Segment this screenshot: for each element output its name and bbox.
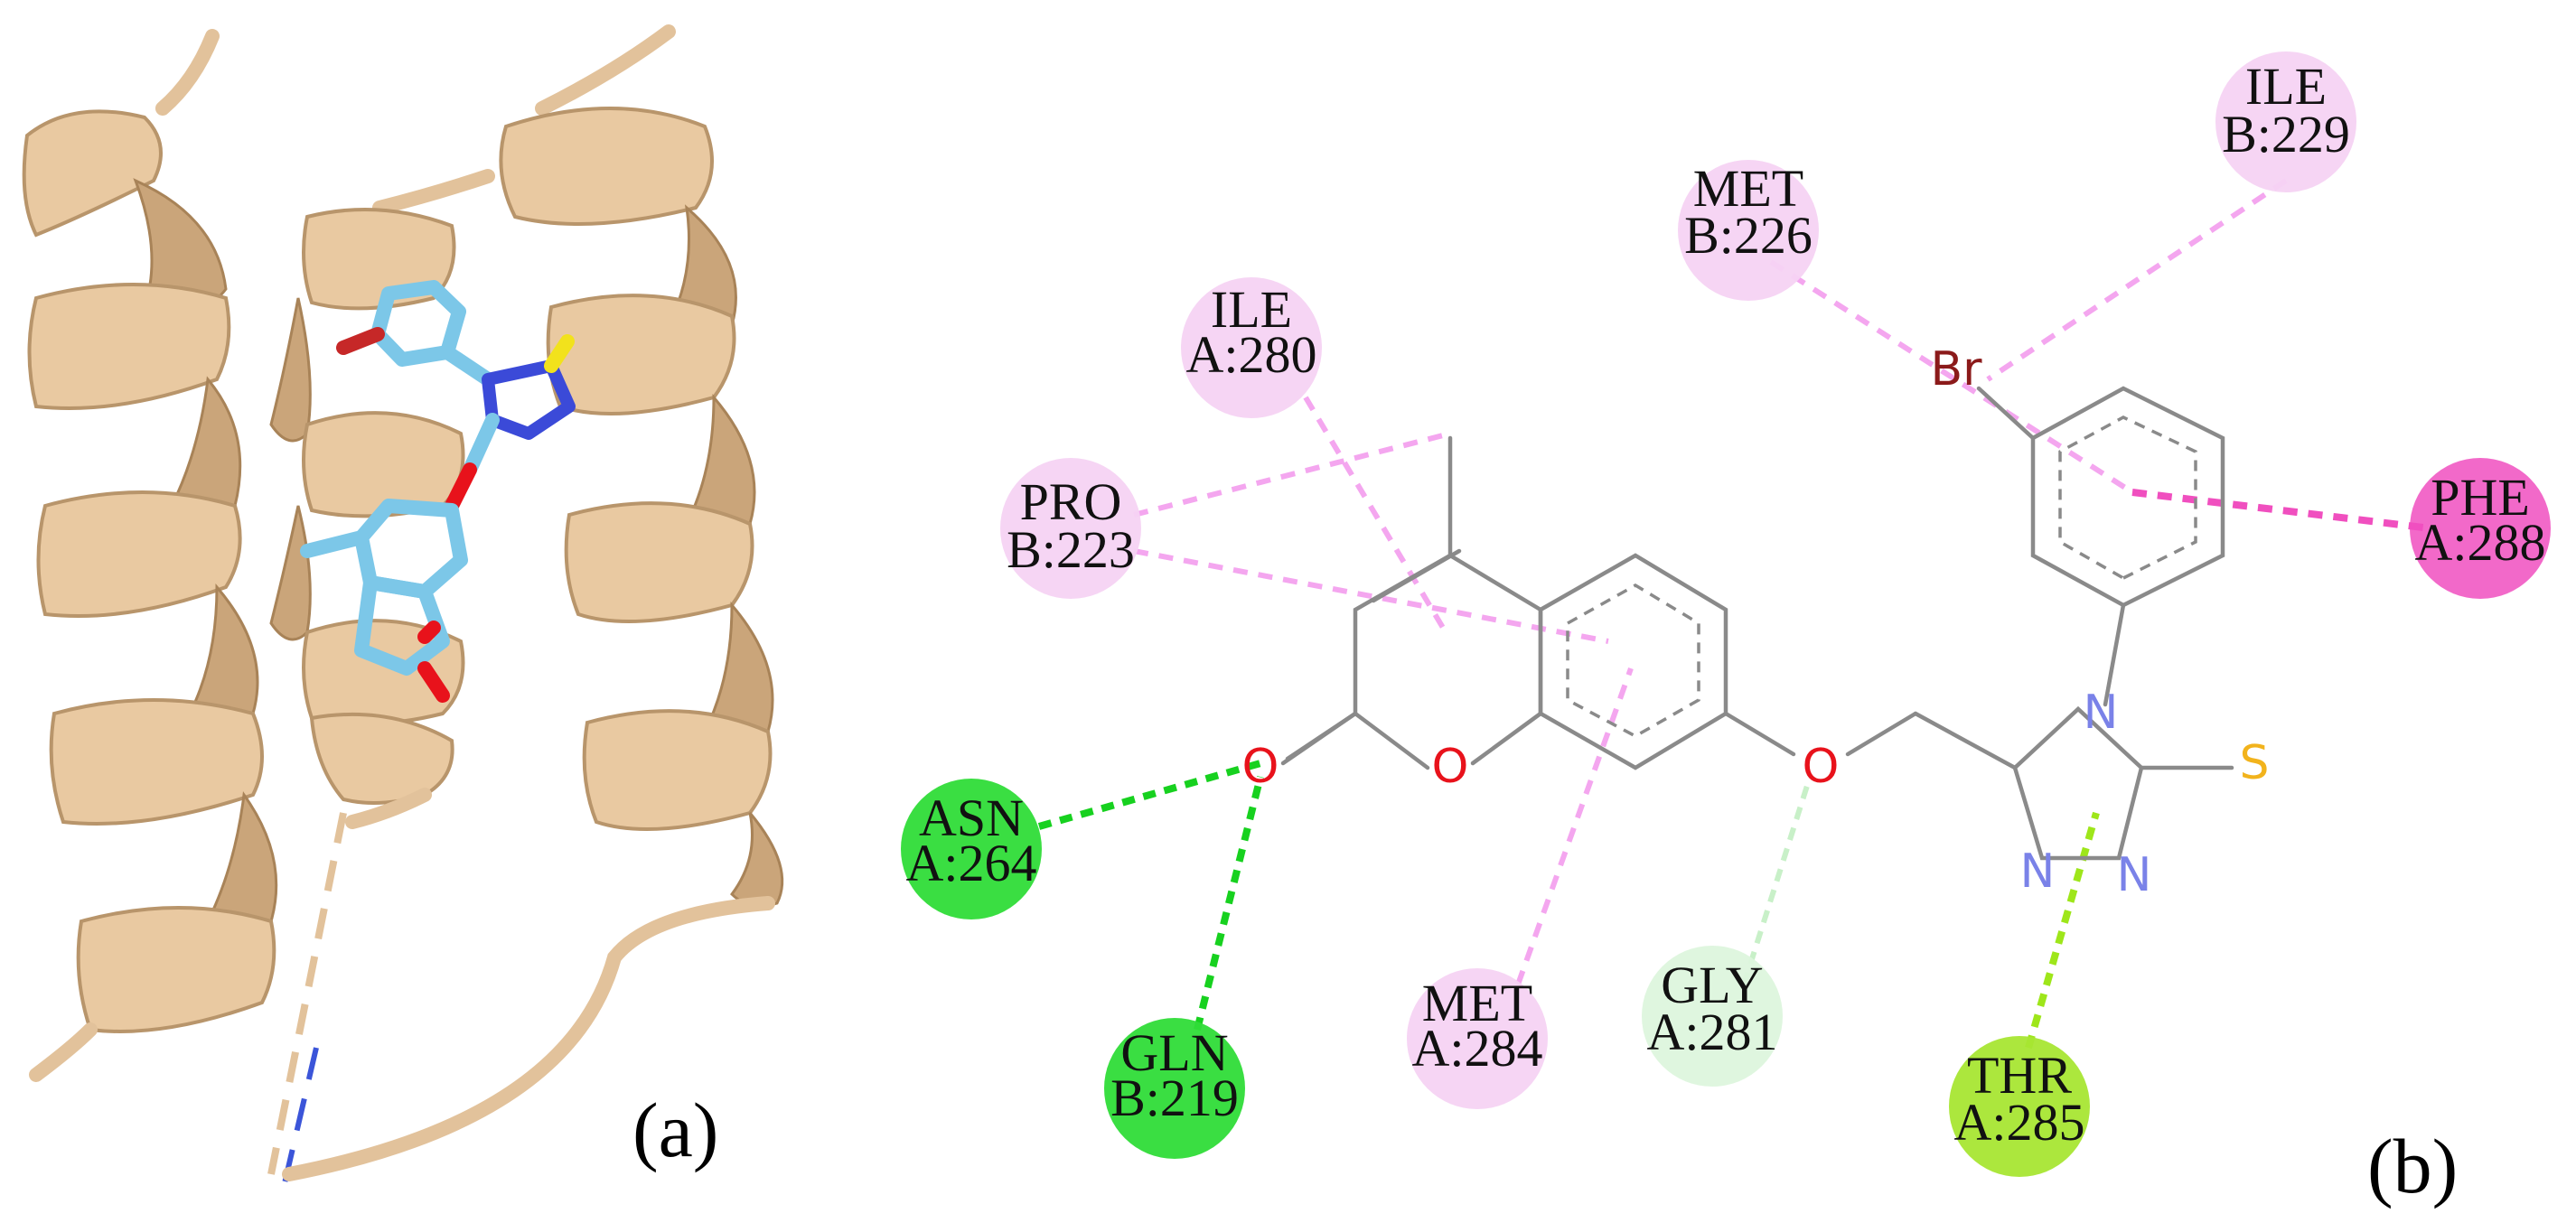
svg-text:A:288: A:288 [2415,513,2546,572]
residue-met-a284: MET A:284 [1407,968,1548,1109]
panel-b-label: (b) [2367,1123,2458,1209]
ligand-sulfur-stick [544,334,575,373]
svg-text:B:229: B:229 [2222,105,2350,163]
triazole-n1-label: N [2084,686,2119,740]
interaction-diagram-panel: Br O O O N N N S ILE B:229 MET B:226 ILE… [901,51,2551,1209]
panel-a-label: (a) [632,1087,718,1173]
h-bond-line-gln-b219 [1194,776,1264,1031]
svg-text:ILE: ILE [2245,57,2327,116]
residue-thr-a285: THR A:285 [1949,1036,2090,1177]
carbon-h-bond-line-gly-a281 [1741,785,1810,985]
svg-text:PRO: PRO [1020,472,1122,531]
helix-right [282,24,784,1181]
svg-text:PHE: PHE [2431,468,2530,527]
residue-gln-b219: GLN B:219 [1104,1018,1245,1159]
h-bond-line-asn-a264 [1037,760,1262,830]
alkyl-line-met-b226 [1769,259,2134,495]
triazole-n3-label: N [2117,848,2152,902]
ligand-bromine-stick [336,327,385,355]
alkyl-line-ile-b229 [1986,178,2288,382]
svg-text:THR: THR [1967,1046,2072,1105]
svg-text:A:281: A:281 [1647,1003,1778,1061]
svg-text:B:223: B:223 [1007,520,1135,579]
pi-sigma-line-thr-a285 [2025,811,2100,1050]
carbonyl-oxygen-label: O [1242,740,1279,794]
alkyl-line-ile-a280 [1303,396,1448,634]
sulfur-atom-label: S [2239,736,2269,790]
svg-text:A:285: A:285 [1954,1093,2085,1152]
ether-oxygen-label: O [1803,740,1840,794]
residue-asn-a264: ASN A:264 [901,779,1042,919]
alkyl-line-pro-b223-b [1133,548,1609,644]
interaction-lines [1037,178,2431,1050]
svg-text:GLN: GLN [1120,1023,1228,1082]
svg-text:ASN: ASN [919,789,1024,847]
svg-text:MET: MET [1422,974,1532,1032]
residue-met-b226: MET B:226 [1678,159,1819,301]
residue-gly-a281: GLY A:281 [1642,946,1783,1087]
ligand-stick-model [300,280,576,703]
protein-ribbon-panel: (a) [22,24,784,1184]
residue-ile-b229: ILE B:229 [2215,51,2356,192]
svg-text:MET: MET [1693,159,1803,218]
svg-text:A:284: A:284 [1412,1019,1543,1078]
residue-ile-a280: ILE A:280 [1181,277,1322,418]
svg-text:A:264: A:264 [906,834,1037,892]
helix-left [22,29,278,1082]
alkyl-line-pro-b223-a [1133,431,1451,518]
svg-text:GLY: GLY [1661,956,1763,1014]
ring-oxygen-label: O [1432,740,1469,794]
helix-middle [267,169,495,1184]
residue-pro-b223: PRO B:223 [1000,458,1141,599]
svg-text:A:280: A:280 [1186,325,1317,384]
svg-text:ILE: ILE [1211,280,1292,339]
alkyl-line-met-a284 [1515,667,1634,986]
svg-text:B:219: B:219 [1110,1069,1239,1127]
triazole-n2-label: N [2020,845,2056,899]
residue-phe-a288: PHE A:288 [2410,458,2551,599]
bromine-atom-label: Br [1930,342,1982,397]
ligand-2d-structure: Br O O O N N N S [1242,342,2270,902]
pi-pi-line-phe-a288 [2131,489,2431,532]
svg-text:B:226: B:226 [1684,206,1813,265]
